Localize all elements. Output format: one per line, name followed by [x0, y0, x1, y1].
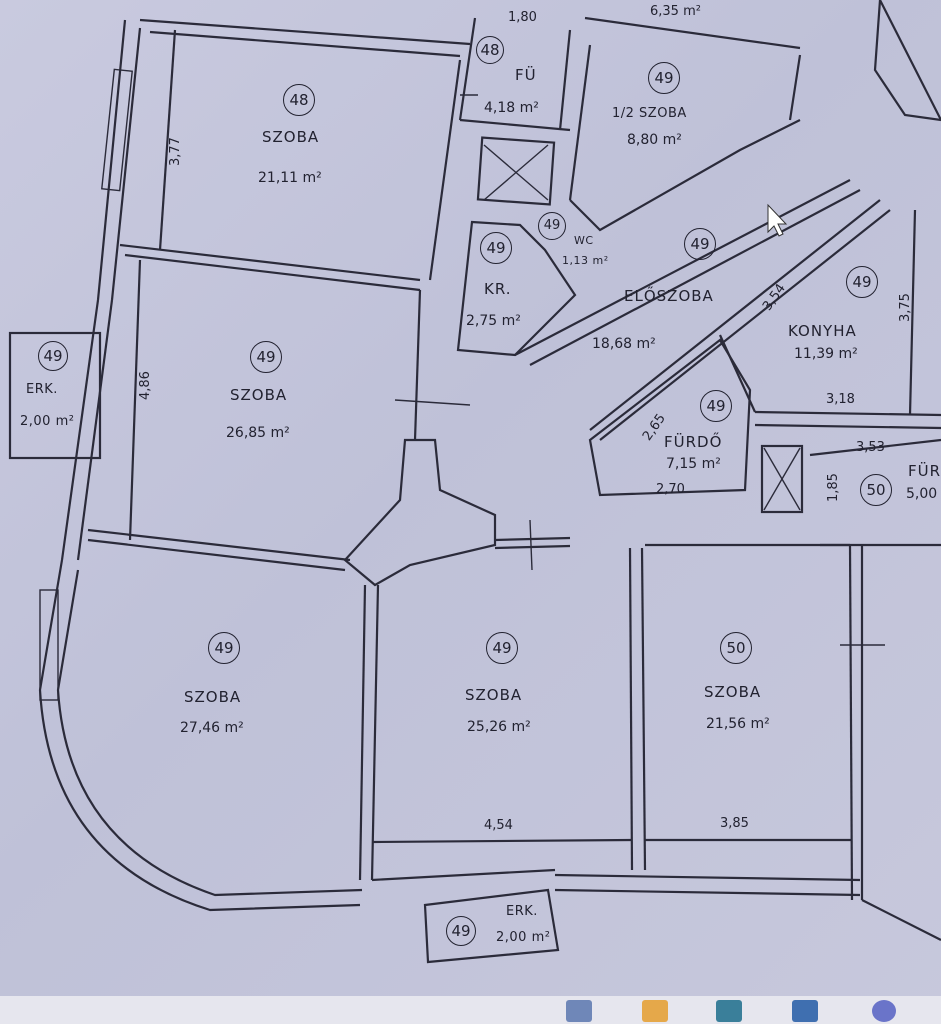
room-number-circle: 49	[684, 228, 716, 260]
dimension-label: 2,70	[656, 482, 685, 497]
room-name-label: ELŐSZOBA	[624, 287, 714, 305]
room-name-label: SZOBA	[184, 688, 242, 706]
dimension-label: 3,77	[168, 137, 183, 166]
taskbar	[0, 996, 941, 1024]
taskbar-app-icon[interactable]	[872, 1000, 896, 1022]
room-area-label: 7,15 m²	[666, 456, 721, 472]
room-area-label: 27,46 m²	[180, 720, 244, 736]
room-name-label: SZOBA	[704, 683, 762, 701]
dimension-label: 1,80	[508, 10, 537, 25]
room-number-circle: 49	[250, 341, 282, 373]
room-name-label: SZOBA	[230, 386, 288, 404]
room-name-label: FÜR	[908, 462, 941, 480]
dimension-label: 3,85	[720, 816, 749, 831]
room-number-circle: 49	[486, 632, 518, 664]
room-number-circle: 49	[700, 390, 732, 422]
room-number-circle: 49	[480, 232, 512, 264]
room-area-label: 26,85 m²	[226, 425, 290, 441]
room-name-label: SZOBA	[465, 686, 523, 704]
taskbar-app-icon[interactable]	[642, 1000, 668, 1022]
room-number-circle: 49	[208, 632, 240, 664]
room-area-label: 21,11 m²	[258, 170, 322, 186]
room-area-label: 25,26 m²	[467, 719, 531, 735]
calendar-icon[interactable]	[792, 1000, 818, 1022]
room-name-label: SZOBA	[262, 128, 320, 146]
dimension-label: 4,86	[138, 371, 153, 400]
room-area-label: 2,00 m²	[20, 414, 75, 429]
dimension-label: 6,35 m²	[650, 4, 701, 19]
room-name-label: WC	[574, 234, 594, 247]
dimension-label: 3,18	[826, 392, 855, 407]
room-area-label: 2,75 m²	[466, 313, 521, 329]
room-name-label: 1/2 SZOBA	[612, 106, 687, 121]
room-name-label: ERK.	[26, 382, 58, 397]
room-area-label: 2,00 m²	[496, 930, 551, 945]
room-number-circle: 49	[446, 916, 476, 946]
taskbar-app-icon[interactable]	[566, 1000, 592, 1022]
room-area-label: 18,68 m²	[592, 336, 656, 352]
room-number-circle: 48	[476, 36, 504, 64]
room-number-circle: 49	[38, 341, 68, 371]
room-area-label: 5,00	[906, 486, 938, 502]
room-area-label: 21,56 m²	[706, 716, 770, 732]
room-number-circle: 49	[538, 212, 566, 240]
room-area-label: 4,18 m²	[484, 100, 539, 116]
room-number-circle: 50	[860, 474, 892, 506]
room-area-label: 8,80 m²	[627, 132, 682, 148]
room-number-circle: 50	[720, 632, 752, 664]
room-name-label: ERK.	[506, 904, 538, 919]
dimension-label: 3,75	[898, 293, 913, 322]
room-name-label: KR.	[484, 280, 512, 298]
dimension-label: 4,54	[484, 818, 513, 833]
taskbar-app-icon[interactable]	[716, 1000, 742, 1022]
room-name-label: KONYHA	[788, 322, 857, 340]
room-number-circle: 49	[648, 62, 680, 94]
room-number-circle: 49	[846, 266, 878, 298]
room-area-label: 11,39 m²	[794, 346, 858, 362]
room-name-label: FÜRDŐ	[664, 433, 723, 451]
dimension-label: 1,85	[826, 473, 841, 502]
room-number-circle: 48	[283, 84, 315, 116]
dimension-label: 3,53	[856, 440, 885, 455]
room-name-label: FÜ	[515, 66, 537, 84]
room-area-label: 1,13 m²	[562, 254, 609, 267]
